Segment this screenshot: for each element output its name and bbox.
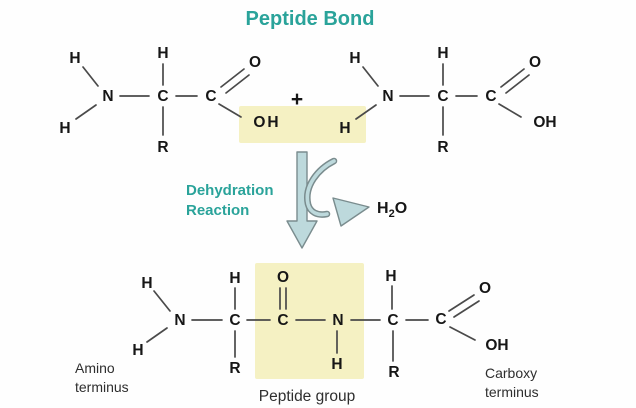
atom-label: H [349, 50, 360, 67]
atom-label: H [69, 50, 80, 67]
atom-label: OH [485, 337, 508, 354]
atom-label: R [229, 360, 240, 377]
atom-label: R [388, 364, 399, 381]
double-bond [220, 68, 250, 94]
atom-label: N [174, 312, 185, 329]
atom-label: C [157, 88, 168, 105]
atom-label: R [437, 139, 448, 156]
page-title: Peptide Bond [246, 8, 375, 30]
atom-label: H [385, 268, 396, 285]
carboxy-terminus-label-line2: terminus [485, 384, 539, 400]
bond [75, 63, 242, 136]
atom-label: O [277, 269, 289, 286]
atom-label: N [382, 88, 393, 105]
reactants-highlight [239, 106, 366, 143]
atom-label: N [102, 88, 113, 105]
down-arrow [286, 151, 318, 249]
carboxy-terminus-label-line1: Carboxy [485, 365, 537, 381]
atom-label: O [529, 54, 541, 71]
amino-terminus-label-line2: terminus [75, 379, 129, 395]
bond [146, 285, 476, 362]
atom-label: R [157, 139, 168, 156]
atom-label: C [229, 312, 240, 329]
amino-acid-1-atoms: H N H H C R C O OH [59, 45, 280, 156]
dehydration-label-line2: Reaction [186, 202, 249, 219]
bond [355, 63, 522, 136]
amino-acid-2-atoms: H N H H C R C O OH [339, 45, 556, 156]
atom-label: C [485, 88, 496, 105]
water-subscript: 2 [389, 208, 395, 220]
double-bond [448, 294, 480, 318]
atom-label: C [437, 88, 448, 105]
water-curved-arrow [305, 159, 336, 217]
atom-label: O [479, 280, 491, 297]
plus-sign: + [291, 88, 303, 111]
water-label: H2O [377, 200, 407, 220]
atom-label: O [249, 54, 261, 71]
atom-label: C [205, 88, 216, 105]
atom-label: H [59, 120, 70, 137]
atom-label: N [332, 312, 343, 329]
amino-acid-2-bonds [355, 63, 530, 136]
dipeptide-bonds [146, 285, 480, 362]
atom-label: H [437, 45, 448, 62]
atom-label: H [229, 270, 240, 287]
double-bond [279, 287, 287, 310]
amino-terminus-label-line1: Amino [75, 360, 115, 376]
atom-label: OH [533, 114, 556, 131]
atom-label: C [277, 312, 288, 329]
atom-label: OH [253, 114, 280, 131]
atom-label: H [141, 275, 152, 292]
dipeptide-atoms: H N H H C R C O N H H C R C O OH [132, 268, 508, 381]
atom-label: H [331, 356, 342, 373]
amino-acid-1-bonds [75, 63, 250, 136]
atom-label: H [339, 120, 350, 137]
water-h: H [377, 200, 389, 217]
dehydration-label-line1: Dehydration [186, 182, 274, 199]
peptide-group-label: Peptide group [259, 388, 356, 405]
atom-label: H [157, 45, 168, 62]
atom-label: C [435, 311, 446, 328]
atom-label: C [387, 312, 398, 329]
water-arrowhead [332, 197, 370, 227]
water-o: O [395, 200, 407, 217]
peptide-group-highlight [255, 263, 364, 379]
double-bond [500, 68, 530, 94]
atom-label: H [132, 342, 143, 359]
